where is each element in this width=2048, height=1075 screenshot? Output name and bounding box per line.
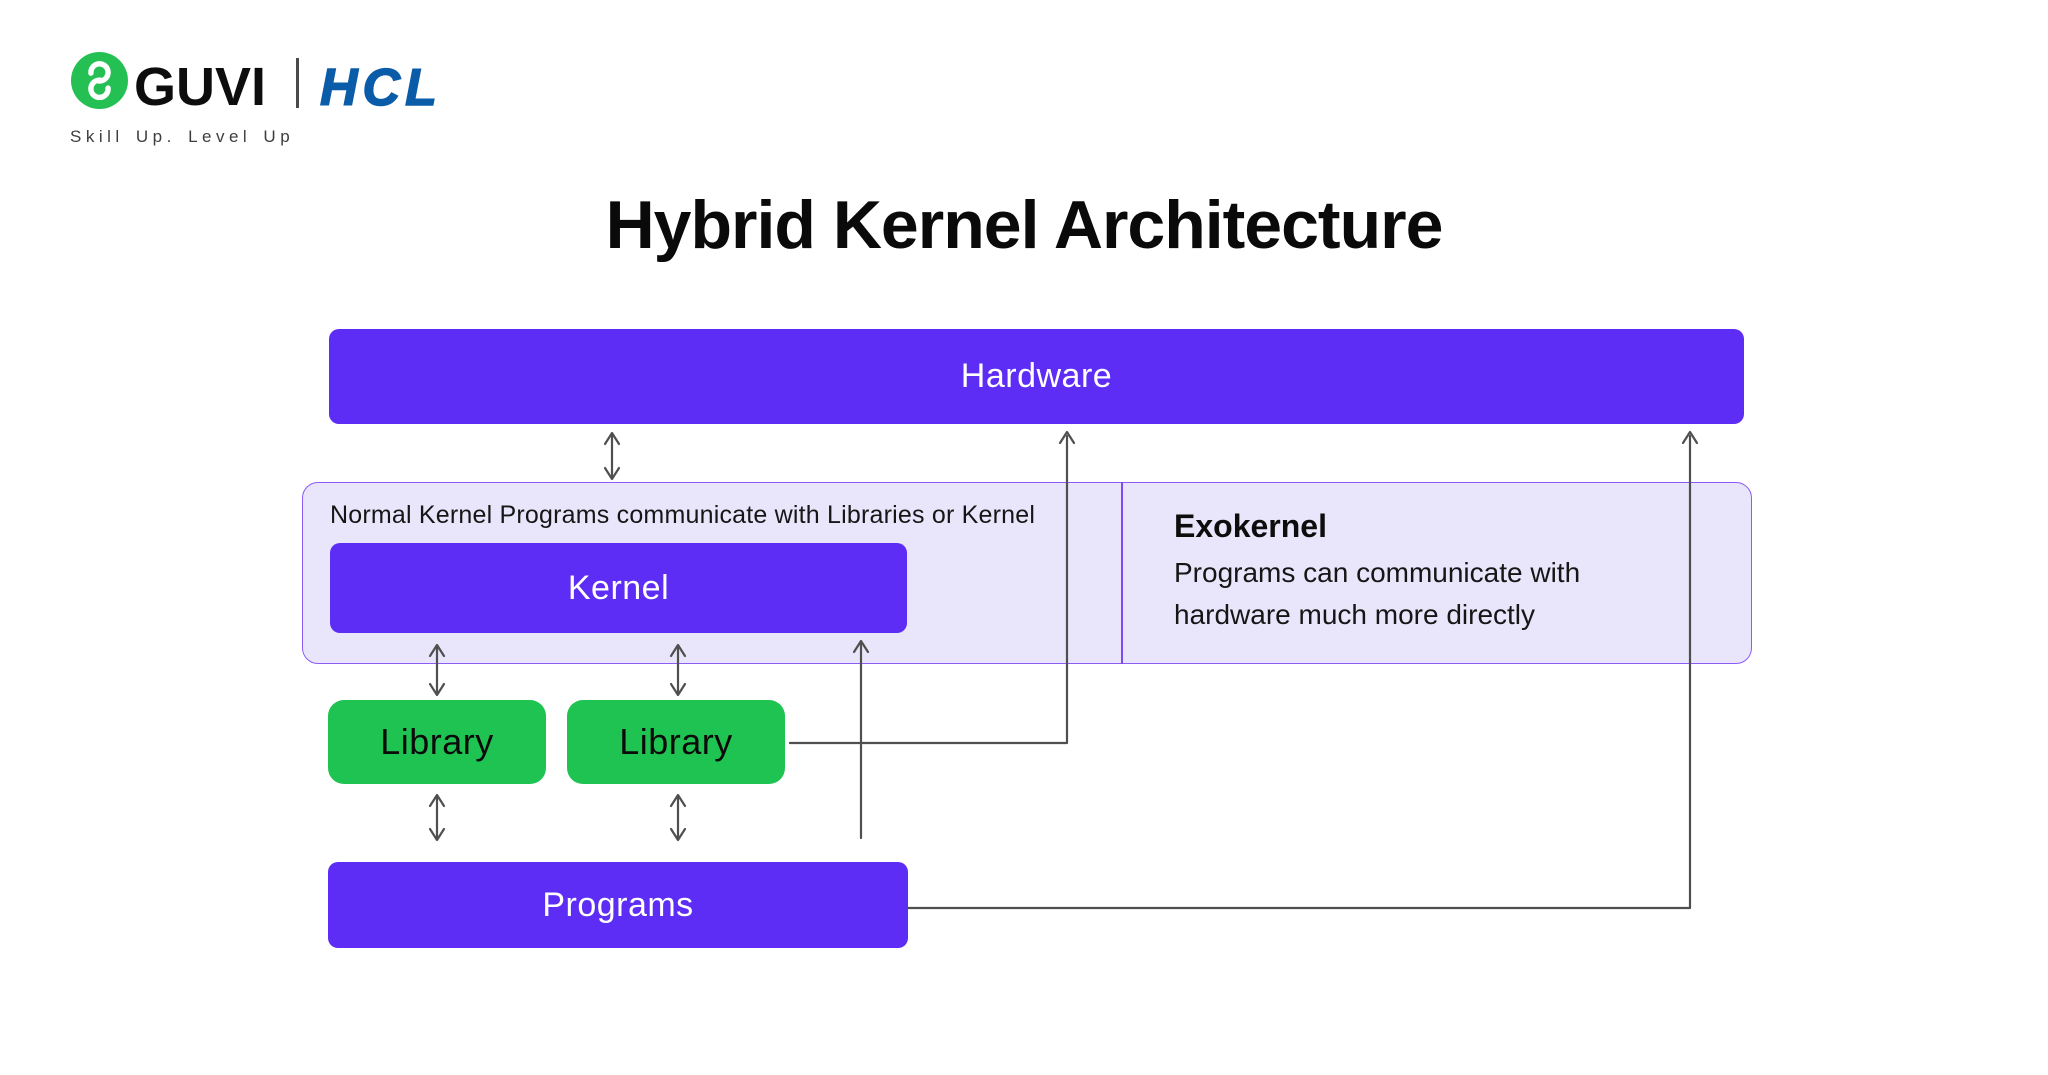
kernel-panel-note: Normal Kernel Programs communicate with … (330, 501, 1036, 529)
arrow-programs-kernel (852, 639, 870, 840)
library-box-2: Library (567, 700, 785, 784)
brand-tagline: Skill Up. Level Up (70, 127, 295, 146)
panel-section-divider (1121, 482, 1123, 664)
brand-divider (296, 58, 299, 108)
exokernel-description: Programs can communicate with hardware m… (1174, 552, 1580, 636)
arrow-hardware-kernel-panel (603, 431, 621, 481)
page-title: Hybrid Kernel Architecture (605, 187, 1444, 263)
hardware-box: Hardware (329, 329, 1744, 424)
library-box-1: Library (328, 700, 546, 784)
exokernel-description-line1: Programs can communicate with (1174, 557, 1581, 588)
hcl-wordmark: HCL (319, 58, 442, 118)
kernel-box: Kernel (330, 543, 907, 633)
arrow-library1-programs (428, 793, 446, 842)
arrow-library2-programs (669, 793, 687, 842)
guvi-wordmark: GUVI (134, 57, 267, 117)
programs-box: Programs (328, 862, 908, 948)
exokernel-heading: Exokernel (1174, 508, 1327, 544)
exokernel-description-line2: hardware much more directly (1174, 599, 1536, 630)
guvi-logo-icon (71, 52, 128, 109)
